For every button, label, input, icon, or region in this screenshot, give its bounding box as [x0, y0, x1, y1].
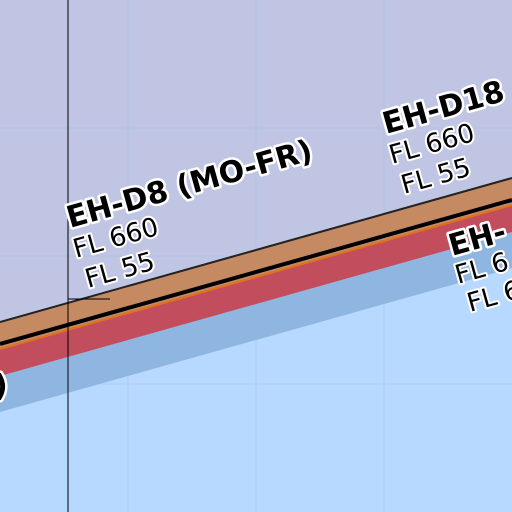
- border-orange-line: [0, 204, 512, 350]
- airspace-border-line[interactable]: [0, 198, 512, 346]
- partial-left-label: ): [0, 369, 8, 404]
- border-brown-band: [0, 178, 512, 348]
- airspace-outer-line: [0, 177, 512, 323]
